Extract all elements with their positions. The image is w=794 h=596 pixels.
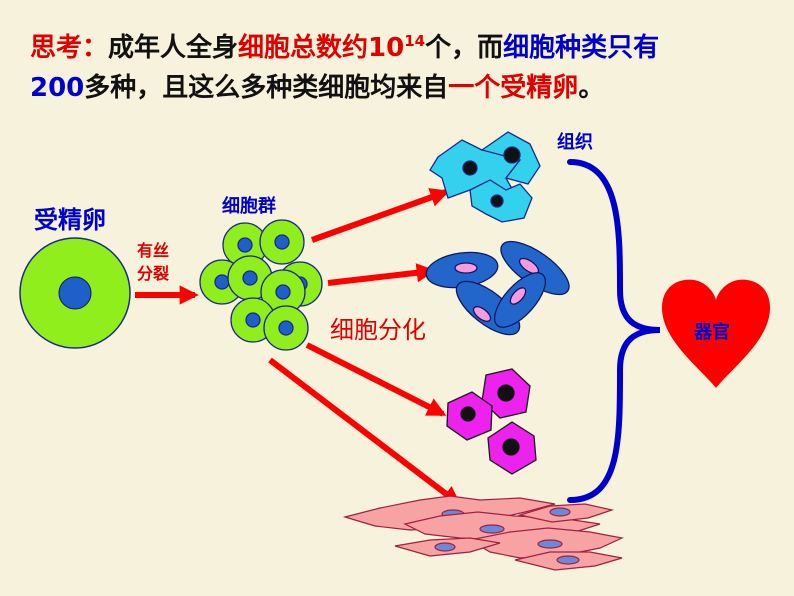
arrow-to-tissue-2 [327, 263, 436, 286]
tissue-label: 组织 [557, 132, 593, 153]
organ-heart [662, 279, 770, 388]
question-part-3: 个，而 [425, 33, 504, 63]
mitosis-label-line-2: 分裂 [137, 264, 170, 283]
arrow-to-tissue-3 [305, 342, 447, 417]
tissue-4-pink-cells [342, 495, 624, 571]
tissue-bracket [567, 159, 661, 503]
question-part-4: 细胞种类只有 [503, 33, 660, 63]
organ-label: 器官 [694, 322, 730, 343]
arrow-to-tissue-4 [268, 357, 462, 506]
tissue-3-magenta-cells [446, 368, 537, 475]
question-part-8: 。 [578, 73, 605, 103]
cell-group-label: 细胞群 [222, 196, 276, 217]
cell-cluster [199, 219, 323, 351]
tissue-1-cyan-cells [429, 131, 541, 223]
differentiation-label: 细胞分化 [330, 316, 426, 344]
question-part-5: 200 [30, 73, 85, 103]
mitosis-label-line-1: 有丝 [137, 241, 170, 260]
question-prefix: 思考： [30, 33, 109, 63]
question-exponent: 14 [404, 32, 426, 50]
arrow-to-tissue-1 [310, 188, 450, 243]
question-part-7: 一个受精卵 [448, 73, 579, 103]
zygote-cell [19, 237, 131, 349]
zygote-label: 受精卵 [34, 206, 106, 234]
question-part-1: 成年人全身 [108, 33, 239, 63]
question-part-6: 多种，且这么多种类细胞均来自 [84, 73, 449, 103]
tissue-2-blue-cells [425, 240, 570, 336]
differentiation-arrows [268, 188, 462, 506]
question-part-2: 细胞总数约10 [238, 33, 405, 63]
question-text: 思考：成年人全身细胞总数约1014个，而细胞种类只有 200多种，且这么多种类细胞… [30, 28, 770, 108]
